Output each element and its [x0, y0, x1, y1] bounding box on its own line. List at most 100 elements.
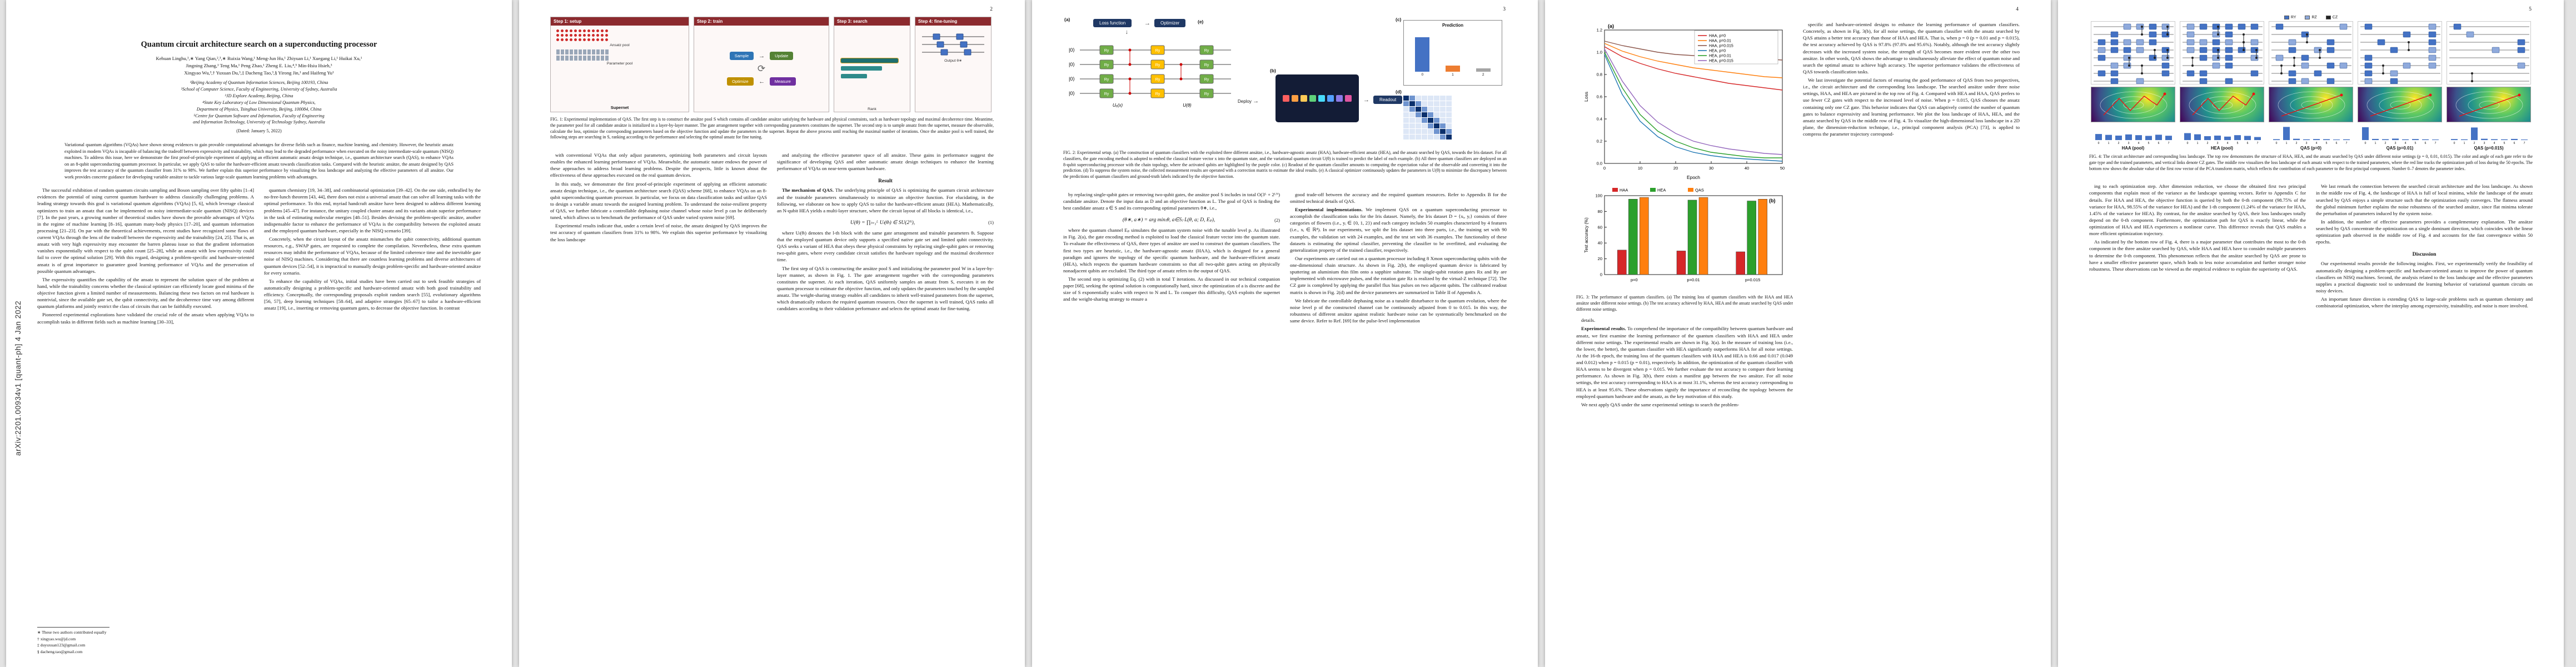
svg-text:0.2: 0.2: [1597, 139, 1602, 144]
page-1: arXiv:2201.00934v1 [quant-ph] 4 Jan 2022…: [6, 0, 512, 667]
svg-text:2: 2: [2474, 142, 2475, 145]
left-column: by replacing single-qubit gates or remov…: [1063, 191, 1280, 655]
fig2-label-b: (b): [1270, 68, 1276, 73]
svg-text:(a): (a): [1608, 23, 1614, 29]
page-number: 5: [2529, 7, 2532, 12]
paper-title: Quantum circuit architecture search on a…: [141, 40, 377, 49]
svg-text:Ry: Ry: [1104, 92, 1109, 96]
equation: U(θ) = ∏ₗ₌₁ᴸ Uₗ(θₗ) ∈ SU(2ᴺ), (1): [777, 220, 994, 226]
svg-text:HEA, p=0.01: HEA, p=0.01: [1709, 54, 1731, 58]
svg-text:1: 1: [2464, 142, 2465, 145]
svg-text:HAA, p=0.015: HAA, p=0.015: [1709, 44, 1733, 48]
paragraph: ing to each optimization step. After dim…: [2089, 183, 2306, 237]
affiliation-line: and Information Technology, University o…: [193, 120, 325, 125]
svg-text:6: 6: [2425, 142, 2426, 145]
fig1-search-panel: Step 3: search Rank: [834, 17, 910, 112]
readout-box: Readout: [1373, 96, 1403, 104]
page-number: 2: [990, 7, 993, 12]
paragraph-text: An important future direction is extendi…: [2316, 296, 2533, 309]
arrow-right-icon: →: [1144, 20, 1150, 27]
svg-text:2: 2: [2207, 142, 2209, 145]
two-column-body: with conventional VQAs that only adjust …: [550, 152, 994, 655]
svg-text:20: 20: [1598, 256, 1602, 261]
paragraph-lead: Experimental results.: [1581, 326, 1628, 332]
svg-text:(b): (b): [1769, 198, 1776, 203]
svg-text:100: 100: [1595, 193, 1602, 198]
svg-text:HAA: HAA: [1620, 188, 1628, 193]
svg-text:1: 1: [2286, 142, 2288, 145]
loss-landscape: [2447, 87, 2531, 122]
svg-text:|0⟩: |0⟩: [1069, 91, 1075, 96]
svg-text:4: 4: [2405, 142, 2406, 145]
svg-text:7: 7: [2168, 142, 2170, 145]
paragraph: with conventional VQAs that only adjust …: [550, 152, 767, 179]
svg-text:|0⟩: |0⟩: [1069, 47, 1075, 53]
two-column-body: by replacing single-qubit gates or remov…: [1063, 191, 1507, 655]
sample-box: Sample: [729, 52, 754, 60]
svg-text:Ry: Ry: [1155, 49, 1160, 53]
svg-text:Ry: Ry: [1104, 78, 1109, 82]
svg-text:U(θ): U(θ): [1183, 103, 1192, 108]
supernet-label: Supernet: [610, 105, 629, 110]
svg-text:80: 80: [1598, 209, 1602, 214]
svg-text:HEA: HEA: [1657, 188, 1666, 193]
fig4-panel-label: HAA (pool): [2121, 146, 2145, 151]
right-column: good trade-off between the accuracy and …: [1290, 191, 1507, 655]
right-column: We last remark the connection between th…: [2316, 183, 2533, 655]
right-column: and analyzing the effective parameter sp…: [777, 152, 994, 655]
paragraph: The successful exhibition of random quan…: [37, 187, 254, 275]
svg-text:6: 6: [2247, 142, 2249, 145]
paragraph: specific and hardware-oriented designs t…: [1803, 21, 2020, 75]
fig1-train-panel: Step 2: train Sample → Update ⟳ Optimize…: [694, 17, 829, 112]
fig1-step1-header: Step 1: setup: [551, 17, 689, 26]
svg-text:0.4: 0.4: [1597, 117, 1602, 122]
chip-photo: [1275, 74, 1359, 122]
train-cycle: Sample → Update ⟳ Optimize → Measure: [694, 26, 829, 112]
paragraph-text: by replacing single-qubit gates or remov…: [1063, 191, 1280, 211]
svg-text:6: 6: [2158, 142, 2160, 145]
paragraph-text: with conventional VQAs that only adjust …: [550, 152, 767, 178]
svg-text:5: 5: [2148, 142, 2150, 145]
paragraph-text: Our experimental results provide the fol…: [2316, 261, 2533, 293]
paragraph-text: The second step is optimizing Eq. (2) wi…: [1063, 276, 1280, 302]
circuit-diagram: [2180, 21, 2264, 84]
svg-text:40: 40: [1745, 166, 1749, 171]
loss-landscape: [2180, 87, 2264, 122]
paragraph-text: We last investigate the potential factor…: [1803, 77, 2020, 137]
right-column: quantum chemistry [19, 34–38], and combi…: [264, 187, 481, 655]
footnote-line: † xingyao.wu@jd.com: [37, 636, 76, 641]
fig2-label-d: (d): [1396, 89, 1402, 94]
affiliation-list: ¹Beijing Academy of Quantum Information …: [37, 79, 481, 135]
fig1-step2-header: Step 2: train: [694, 17, 829, 26]
affiliation-line: ²School of Computer Science, Faculty of …: [181, 87, 337, 92]
chip-qubits: [1283, 95, 1352, 102]
paragraph: We fabricate the controllable dephasing …: [1290, 297, 1507, 325]
svg-text:7: 7: [2257, 142, 2259, 145]
svg-text:0: 0: [2187, 142, 2189, 145]
svg-text:0.8: 0.8: [1597, 72, 1602, 77]
author-line: Xingyao Wu,³,† Yuxuan Du,³,‡ Dacheng Tao…: [184, 70, 334, 76]
cycle-arrow-icon: ⟳: [757, 63, 766, 74]
circuit-diagram: [2447, 21, 2531, 84]
equation-number: (1): [988, 220, 994, 226]
svg-text:|0⟩: |0⟩: [1069, 76, 1075, 82]
svg-text:7: 7: [2524, 142, 2525, 145]
dated-line: (Dated: January 5, 2022): [236, 128, 282, 134]
footnote-line: § dacheng.tao@gmail.com: [37, 649, 83, 654]
svg-text:3: 3: [2128, 142, 2130, 145]
svg-text:Ry: Ry: [1104, 49, 1109, 53]
fig1-step4-header: Step 4: fine-tuning: [915, 17, 991, 26]
footnote-line: ‡ duyuxuan123@gmail.com: [37, 643, 86, 648]
paragraph: Our experiments are carried out on a qua…: [1290, 255, 1507, 296]
svg-text:Loss: Loss: [1583, 92, 1589, 102]
paragraph: Concretely, when the circuit layout of t…: [264, 236, 481, 276]
svg-text:1.0: 1.0: [1597, 50, 1602, 55]
paragraph: We last investigate the potential factor…: [1803, 77, 2020, 137]
svg-text:3: 3: [2306, 142, 2308, 145]
